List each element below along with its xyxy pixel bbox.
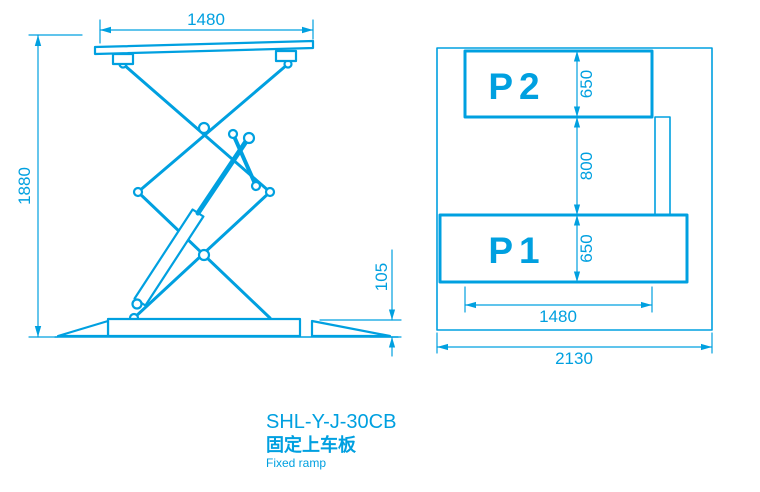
dim-platform-length-plan: 1480 [464,286,653,326]
dim-platform-length-plan-label: 1480 [539,307,577,326]
ramp-right [310,319,392,338]
dim-lowered-height: 105 [319,249,402,357]
title-block: SHL-Y-J-30CB 固定上车板 Fixed ramp [266,411,396,470]
dim-platform-length-side-label: 1480 [187,10,225,29]
ramp-left [56,319,110,338]
platform-p1 [438,213,689,284]
dim-p2-width-label: 650 [577,70,596,98]
dim-p2-width: 650 [573,50,596,118]
dim-center-gap-label: 800 [577,152,596,180]
dim-overall-length: 2130 [436,332,713,368]
plan-outer-frame [436,47,713,331]
platform-p2 [463,49,654,119]
dim-overall-length-label: 2130 [555,349,593,368]
product-name-chinese: 固定上车板 [266,434,357,455]
dim-platform-length-side: 1480 [99,10,314,44]
dim-p1-width-label: 650 [577,234,596,262]
dim-lowered-height-label: 105 [372,263,391,291]
pivot-pins [118,59,293,324]
platform-mount-right [274,49,298,63]
dim-overall-height: 1880 [15,34,83,338]
platform-p1-label: P1 [488,230,545,271]
side-view: 1480 1880 105 [15,10,402,357]
platform-deck [93,39,315,56]
product-name-english: Fixed ramp [266,456,326,470]
model-number: SHL-Y-J-30CB [266,411,396,433]
base-frame [106,317,302,338]
dim-center-gap: 800 [573,116,596,216]
platform-p2-label: P2 [488,66,545,107]
plan-view: P2 P1 650 800 650 1480 [436,47,713,368]
dim-overall-height-label: 1880 [15,167,34,205]
connecting-rail [654,116,671,216]
dim-p1-width: 650 [573,214,596,283]
platform-mount-left [111,52,135,66]
hydraulic-cylinder [131,128,262,310]
